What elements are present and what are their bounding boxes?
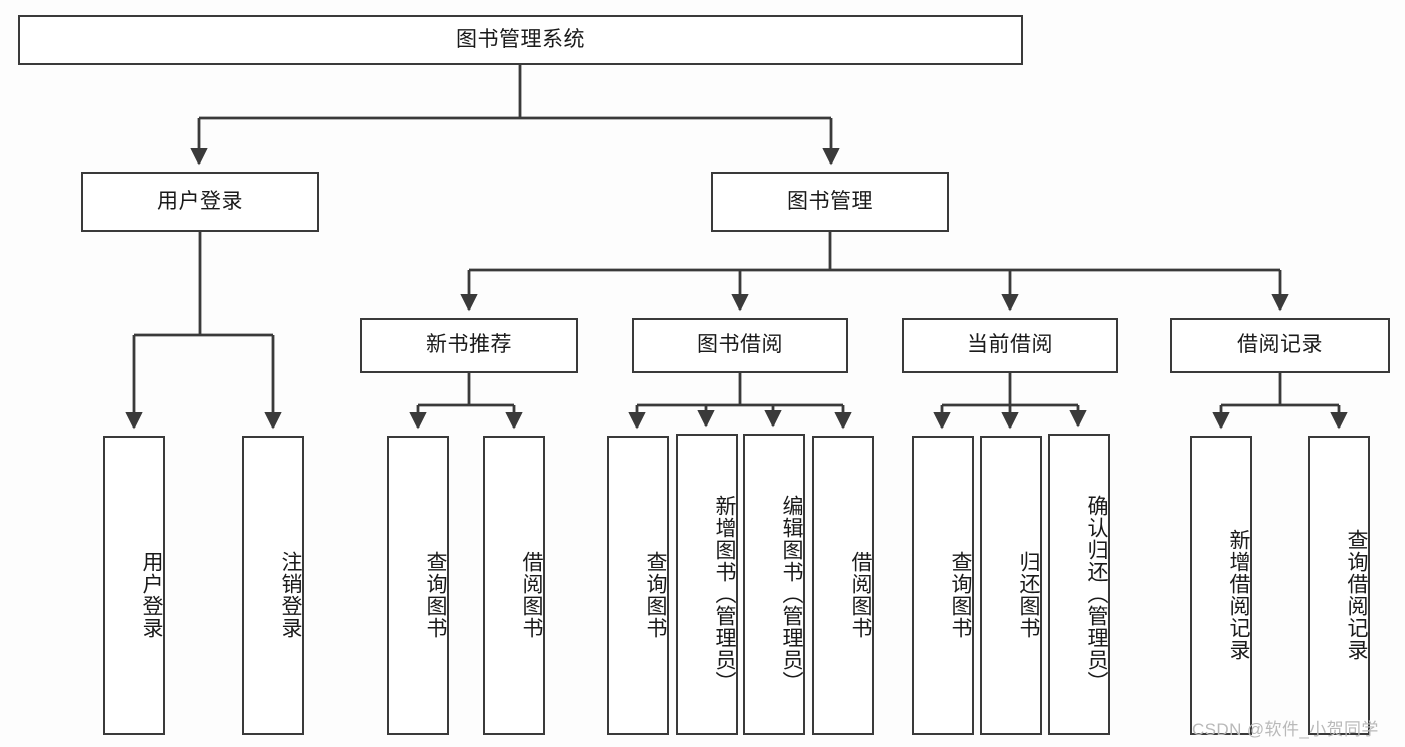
node-book-management-label: 图书管理 xyxy=(787,189,873,213)
leaf-add-borrow-record-label: 新增借阅记录 xyxy=(1227,528,1250,661)
leaf-borrow-books-new-label: 借阅图书 xyxy=(520,550,543,639)
node-book-management[interactable]: 图书管理 xyxy=(711,172,949,232)
node-borrow-records-label: 借阅记录 xyxy=(1237,333,1323,357)
node-book-borrow-label: 图书借阅 xyxy=(697,333,783,357)
leaf-borrow-books[interactable]: 借阅图书 xyxy=(812,436,874,735)
leaf-user-login-label: 用户登录 xyxy=(140,550,163,639)
node-current-borrow[interactable]: 当前借阅 xyxy=(902,318,1118,373)
node-user-login[interactable]: 用户登录 xyxy=(81,172,319,232)
leaf-return-books-label: 归还图书 xyxy=(1017,550,1040,639)
leaf-query-books-new[interactable]: 查询图书 xyxy=(387,436,449,735)
leaf-add-book-admin[interactable]: 新增图书（管理员） xyxy=(676,434,738,735)
leaf-edit-book-admin[interactable]: 编辑图书（管理员） xyxy=(743,434,805,735)
leaf-edit-book-admin-label: 编辑图书（管理员） xyxy=(780,494,803,693)
node-current-borrow-label: 当前借阅 xyxy=(967,333,1053,357)
leaf-query-borrow-record-label: 查询借阅记录 xyxy=(1345,528,1368,661)
leaf-query-books-borrow[interactable]: 查询图书 xyxy=(607,436,669,735)
leaf-return-books[interactable]: 归还图书 xyxy=(980,436,1042,735)
leaf-logout-label: 注销登录 xyxy=(279,550,302,639)
leaf-query-borrow-record[interactable]: 查询借阅记录 xyxy=(1308,436,1370,735)
leaf-borrow-books-new[interactable]: 借阅图书 xyxy=(483,436,545,735)
node-root[interactable]: 图书管理系统 xyxy=(18,15,1023,65)
leaf-query-books-borrow-label: 查询图书 xyxy=(644,550,667,639)
leaf-confirm-return-admin-label: 确认归还（管理员） xyxy=(1085,494,1108,693)
node-new-book-recommend[interactable]: 新书推荐 xyxy=(360,318,578,373)
node-borrow-records[interactable]: 借阅记录 xyxy=(1170,318,1390,373)
node-new-book-recommend-label: 新书推荐 xyxy=(426,333,512,357)
leaf-add-borrow-record[interactable]: 新增借阅记录 xyxy=(1190,436,1252,735)
node-root-label: 图书管理系统 xyxy=(456,27,585,51)
leaf-confirm-return-admin[interactable]: 确认归还（管理员） xyxy=(1048,434,1110,735)
leaf-query-books-current[interactable]: 查询图书 xyxy=(912,436,974,735)
leaf-add-book-admin-label: 新增图书（管理员） xyxy=(713,494,736,693)
node-user-login-label: 用户登录 xyxy=(157,189,243,213)
leaf-logout[interactable]: 注销登录 xyxy=(242,436,304,735)
node-book-borrow[interactable]: 图书借阅 xyxy=(632,318,848,373)
leaf-user-login[interactable]: 用户登录 xyxy=(103,436,165,735)
watermark: CSDN @软件_小贺同学 xyxy=(1192,720,1379,739)
leaf-borrow-books-label: 借阅图书 xyxy=(849,550,872,639)
leaf-query-books-new-label: 查询图书 xyxy=(424,550,447,639)
leaf-query-books-current-label: 查询图书 xyxy=(949,550,972,639)
